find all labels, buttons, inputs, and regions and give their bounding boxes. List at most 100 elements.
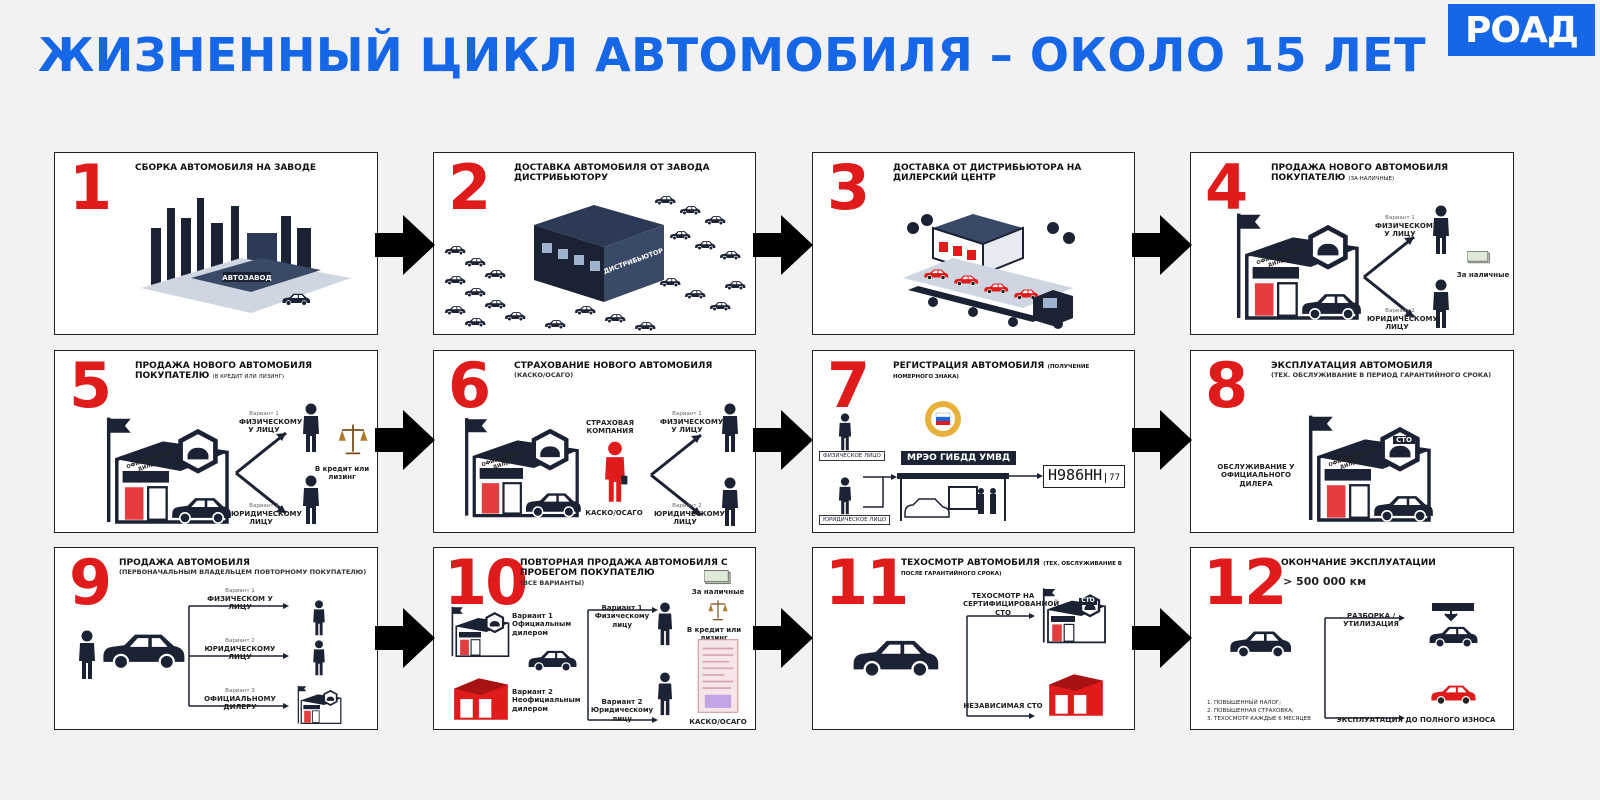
variant2-label: ЮРИДИЧЕСКОМУ ЛИЦУ (1367, 315, 1438, 332)
cash-icon (704, 570, 731, 585)
factory-illustration: АВТОЗАВОД (141, 198, 351, 313)
step-number: 9 (69, 547, 112, 619)
branch-arrows (188, 603, 289, 709)
branch-arrows (1324, 615, 1405, 721)
variant1-label: ФИЗИЧЕСКОМУ У ЛИЦУ (239, 418, 303, 435)
car-press-icon (1428, 603, 1479, 648)
sto-badge: СТО (1079, 597, 1097, 605)
red-car-icon (1430, 684, 1477, 706)
variant3-small: Вариант 3 (225, 688, 255, 694)
arrow-right-icon (375, 410, 435, 470)
panel-7: 7 РЕГИСТРАЦИЯ АВТОМОБИЛЯ (ПОЛУЧЕНИЕ НОМЕ… (812, 350, 1135, 533)
arrow-right-icon (375, 215, 435, 275)
police-emblem-icon (925, 401, 961, 437)
variant2-small: Вариант 2 (249, 503, 279, 509)
full-wear-label: ЭКСПЛУАТАЦИЯ ДО ПОЛНОГО ИЗНОСА (1336, 716, 1496, 724)
buyer2-label: Вариант 2 Юридическому лицу (590, 698, 654, 723)
scales-icon (338, 424, 368, 455)
page-title: ЖИЗНЕННЫЙ ЦИКЛ АВТОМОБИЛЯ – ОКОЛО 15 ЛЕТ (38, 28, 1426, 82)
panel-title: ДОСТАВКА АВТОМОБИЛЯ ОТ ЗАВОДА ДИСТРИБЬЮТ… (514, 163, 710, 184)
sto-badge: СТО (1393, 436, 1415, 445)
panel-6: 6 СТРАХОВАНИЕ НОВОГО АВТОМОБИЛЯ(КАСКО/ОС… (433, 350, 756, 533)
variant2-small: Вариант 2 (225, 638, 255, 644)
factory-sign: АВТОЗАВОД (222, 274, 271, 282)
variant1-label: ФИЗИЧЕСКОМ У ЛИЦУ (207, 595, 273, 612)
registration-office-illustration (897, 473, 1009, 521)
arrow-right-icon (753, 215, 813, 275)
panel-title-text: СТРАХОВАНИЕ НОВОГО АВТОМОБИЛЯ (514, 361, 713, 371)
panel-5: 5 ПРОДАЖА НОВОГО АВТОМОБИЛЯ ПОКУПАТЕЛЮ (… (54, 350, 378, 533)
panel-subtitle: (КАСКО/ОСАГО) (514, 371, 574, 380)
split-arrows (650, 433, 702, 517)
official-dealer-icon (451, 605, 510, 658)
dealer-illustration (1229, 209, 1362, 325)
pay-cash-label: За наличные (691, 588, 745, 596)
split-arrows (235, 431, 287, 515)
panel-title-text: ПРОДАЖА НОВОГО АВТОМОБИЛЯ ПОКУПАТЕЛЮ (135, 361, 313, 382)
variant1-small: Вариант 1 (1385, 215, 1415, 221)
step-number: 1 (69, 152, 112, 224)
panel-9: 9 ПРОДАЖА АВТОМОБИЛЯ(ПЕРВОНАЧАЛЬНЫМ ВЛАД… (54, 547, 378, 730)
note-2: 2. ПОВЫШЕННАЯ СТРАХОВКА; (1207, 708, 1294, 714)
variant2-small: Вариант 2 (1385, 308, 1415, 314)
panel-title: ЭКСПЛУАТАЦИЯ АВТОМОБИЛЯ(ТЕХ. ОБСЛУЖИВАНИ… (1271, 361, 1505, 380)
person-icon (722, 477, 738, 526)
arrow-right-icon (753, 410, 813, 470)
panel-subtitle: (ПЕРВОНАЧАЛЬНЫМ ВЛАДЕЛЬЦЕМ ПОВТОРНОМУ ПО… (119, 568, 367, 577)
step-number: 5 (69, 350, 112, 422)
panel-title-suffix: (ЗА НАЛИЧНЫЕ) (1348, 176, 1395, 183)
step-number: 12 (1203, 547, 1287, 619)
arrow-right-icon (375, 608, 435, 668)
person-icon (838, 477, 852, 515)
dealer-illustration (99, 413, 232, 529)
step-number: 11 (825, 547, 909, 619)
truck-illustration (903, 214, 1075, 329)
dealer-icon (297, 684, 342, 725)
payment-label: За наличные (1456, 271, 1510, 279)
panel-title-text: ЭКСПЛУАТАЦИЯ АВТОМОБИЛЯ (1271, 361, 1433, 371)
car-icon (852, 639, 940, 678)
car-icon (527, 650, 578, 672)
insurer-label: СТРАХОВАЯ КОМПАНИЯ (586, 419, 634, 436)
arrow-right-icon (753, 608, 813, 668)
seller1-label: Вариант 1 Официальным дилером (512, 612, 572, 637)
panel-4: 4 ПРОДАЖА НОВОГО АВТОМОБИЛЯ ПОКУПАТЕЛЮ (… (1190, 152, 1514, 335)
certified-sto-label: ТЕХОСМОТР НА СЕРТИФИЦИРОВАННОЙ СТО (963, 592, 1060, 617)
insurance-type-label: КАСКО/ОСАГО (585, 509, 643, 517)
panel-1: 1 СБОРКА АВТОМОБИЛЯ НА ЗАВОДЕ АВТОЗАВОД (54, 152, 378, 335)
variant1-small: Вариант 1 (672, 411, 702, 417)
car-icon (1229, 630, 1292, 658)
person-icon (303, 475, 319, 524)
note-3: 3. ТЕХОСМОТР КАЖДЫЕ 6 МЕСЯЦЕВ (1207, 716, 1311, 722)
insurer-agent-icon (605, 441, 628, 502)
distributor-illustration: ДИСТРИБЬЮТОР (444, 195, 746, 331)
step-number: 2 (448, 152, 491, 224)
variant3-label: ОФИЦИАЛЬНОМУ ДИЛЕРУ (204, 695, 276, 712)
panel-title-text: ПРОДАЖА НОВОГО АВТОМОБИЛЯ ПОКУПАТЕЛЮ (1271, 163, 1449, 184)
certified-sto-icon (1042, 587, 1107, 644)
arrow-right-icon (1132, 215, 1192, 275)
panel-title: ТЕХОСМОТР АВТОМОБИЛЯ (ТЕХ. ОБСЛУЖИВАНИЕ … (901, 558, 1126, 579)
variant1-small: Вариант 1 (249, 411, 279, 417)
plate-number: Н986НН (1048, 466, 1103, 484)
service-label: ОБСЛУЖИВАНИЕ У ОФИЦИАЛЬНОГО ДИЛЕРА (1217, 463, 1295, 488)
variant2-label: ЮРИДИЧЕСКОМУ ЛИЦУ (204, 645, 276, 662)
payment-label: В кредит или лизинг (314, 465, 370, 482)
road-logo: РОАД (1448, 4, 1595, 56)
person-icon (657, 672, 673, 716)
red-dealer-icon (454, 678, 508, 720)
step-number: 3 (827, 152, 870, 224)
panel-title: ПРОДАЖА АВТОМОБИЛЯ(ПЕРВОНАЧАЛЬНЫМ ВЛАДЕЛ… (119, 558, 369, 577)
split-arrows (1363, 235, 1415, 319)
panel-title-suffix: (ПОЛУЧЕНИЕ НОМЕРНОГО ЗНАКА) (893, 364, 1090, 381)
panel-3: 3 ДОСТАВКА ОТ ДИСТРИБЬЮТОРА НА ДИЛЕРСКИЙ… (812, 152, 1135, 335)
insurance-label: КАСКО/ОСАГО (689, 718, 747, 726)
person-icon (1433, 279, 1449, 328)
legal-entity-tag: ЮРИДИЧЕСКОЕ ЛИЦО (819, 515, 891, 525)
panel-title-text: ТЕХОСМОТР АВТОМОБИЛЯ (901, 558, 1040, 568)
variant2-label: ЮРИДИЧЕСКОМУ ЛИЦУ (654, 510, 725, 527)
independent-sto-label: НЕЗАВИСИМАЯ СТО (963, 702, 1043, 710)
plate-region: 77 (1105, 473, 1121, 483)
variant1-small: Вариант 1 (225, 588, 255, 594)
seller2-label: Вариант 2 Неофициальным дилером (512, 688, 581, 713)
